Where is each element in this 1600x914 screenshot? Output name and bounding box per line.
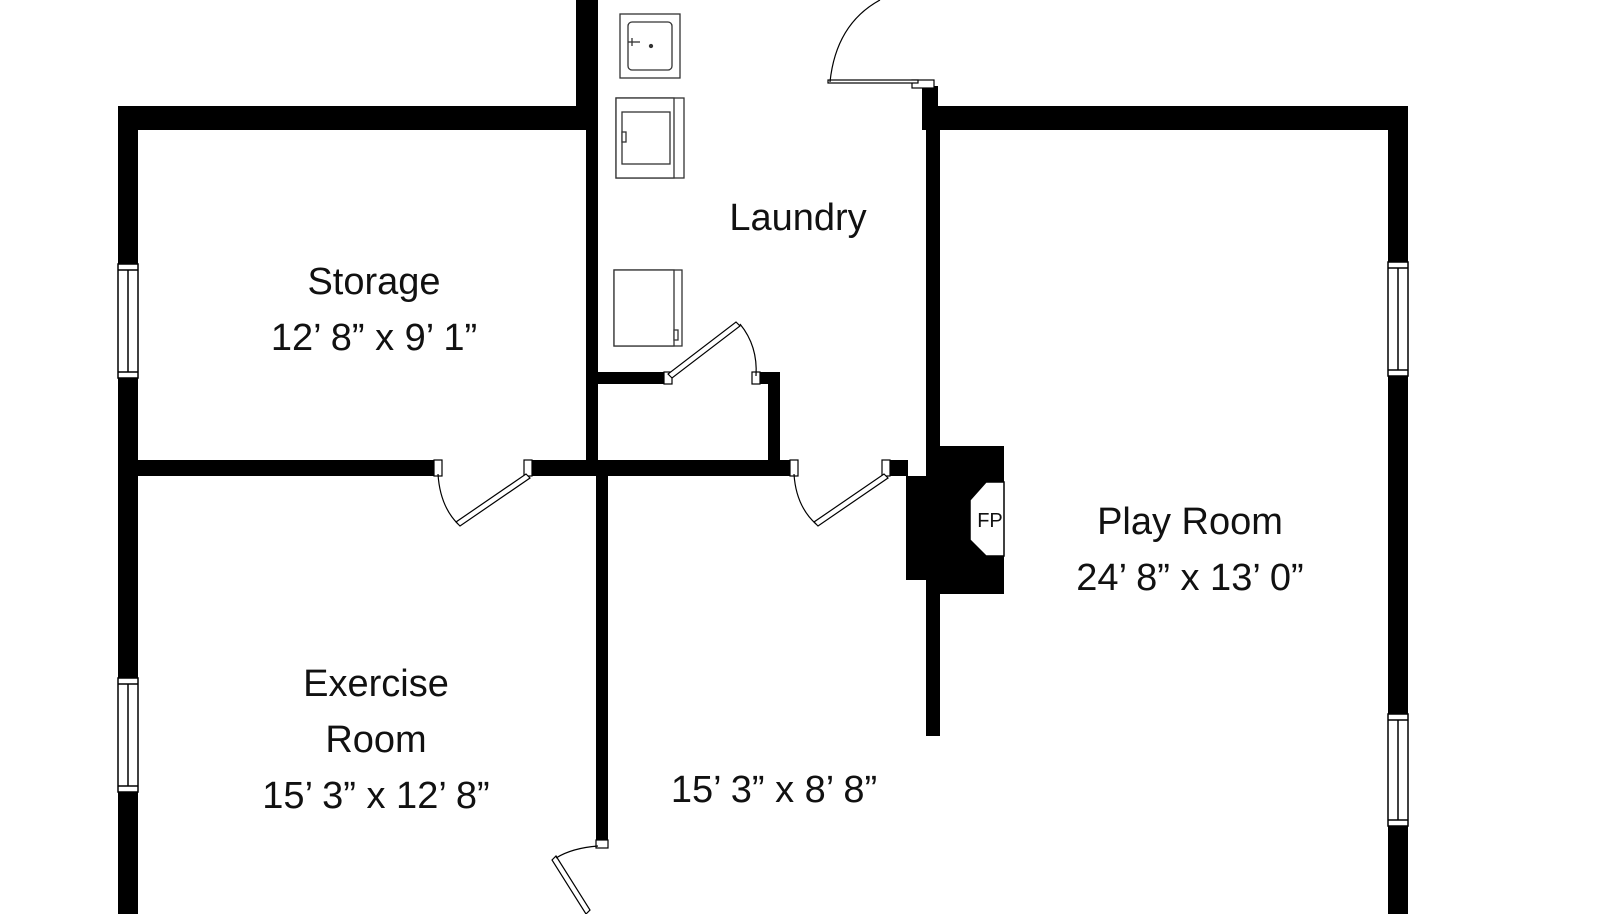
wall-top-left xyxy=(118,106,598,130)
wall-right-mid xyxy=(1388,376,1408,714)
doors xyxy=(433,0,935,914)
wall-storage-south-right xyxy=(532,460,790,476)
wall-right-upper xyxy=(1388,106,1408,262)
laundry-fixtures xyxy=(613,13,685,347)
exercise-room-name-line2: Room xyxy=(325,719,426,761)
wall-left-mid xyxy=(118,378,138,678)
door-hall-laundry[interactable] xyxy=(789,459,891,527)
wall-left-upper xyxy=(118,106,138,264)
wall-right-lower xyxy=(1388,826,1408,914)
wall-top-right xyxy=(930,106,1408,130)
window-playroom-east-upper xyxy=(1387,261,1409,377)
washer xyxy=(615,97,685,179)
wall-closet-right xyxy=(768,372,780,476)
outer-walls xyxy=(118,0,1408,914)
wall-laundry-west-upper xyxy=(576,0,598,130)
wall-hall-north-right xyxy=(890,460,908,476)
play-room-dims: 24’ 8” x 13’ 0” xyxy=(1076,557,1303,599)
door-storage[interactable] xyxy=(433,459,533,527)
storage-name: Storage xyxy=(307,261,440,303)
room-labels: Storage 12’ 8” x 9’ 1” Laundry Play Room… xyxy=(262,197,1303,817)
fireplace-label: FP xyxy=(977,510,1003,532)
interior-walls xyxy=(138,86,1004,846)
window-storage-west xyxy=(117,263,139,379)
wall-laundry-east xyxy=(926,106,940,736)
play-room-name: Play Room xyxy=(1097,501,1283,543)
wall-left-lower xyxy=(118,792,138,914)
door-laundry-exterior[interactable] xyxy=(827,0,935,89)
dryer xyxy=(613,269,683,347)
windows xyxy=(117,261,1409,827)
exercise-room-name-line1: Exercise xyxy=(303,663,449,705)
exercise-room-dims: 15’ 3” x 12’ 8” xyxy=(262,775,489,817)
wall-storage-south-left xyxy=(138,460,434,476)
door-hall-south[interactable] xyxy=(551,839,609,914)
door-laundry-closet[interactable] xyxy=(663,321,761,385)
wall-center-vertical-upper xyxy=(586,130,598,476)
window-exercise-west xyxy=(117,677,139,793)
storage-dims: 12’ 8” x 9’ 1” xyxy=(271,317,477,359)
fireplace-block xyxy=(906,446,1004,594)
wall-closet-top xyxy=(598,372,664,384)
window-playroom-east-lower xyxy=(1387,713,1409,827)
sink xyxy=(619,13,681,79)
hall-dims: 15’ 3” x 8’ 8” xyxy=(671,769,877,811)
wall-center-vertical-lower xyxy=(596,476,608,846)
laundry-name: Laundry xyxy=(729,197,866,239)
fireplace-hearth xyxy=(969,481,1005,557)
